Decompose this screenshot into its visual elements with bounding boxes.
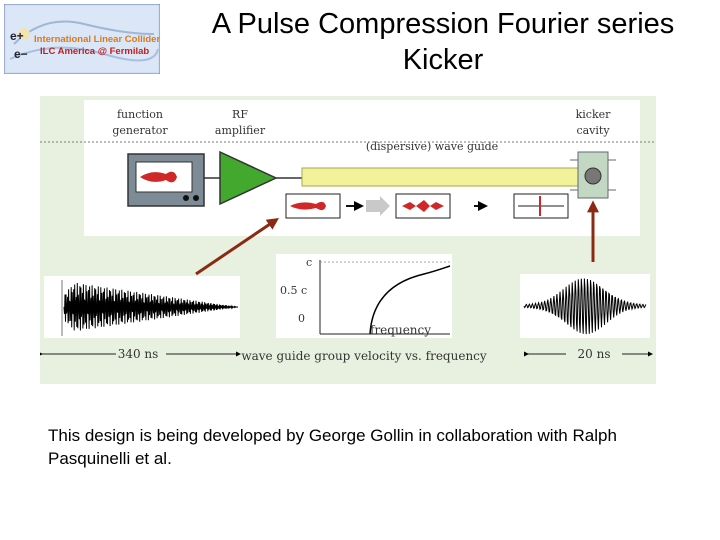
- plot-caption: wave guide group velocity vs. frequency: [241, 349, 487, 363]
- kicker-diagram: function generator RF amplifier (dispers…: [40, 96, 656, 384]
- page-title: A Pulse Compression Fourier series Kicke…: [170, 6, 716, 78]
- label-kicker: kicker: [576, 108, 612, 121]
- time-span-left: 340 ns: [40, 347, 241, 361]
- label-function: function: [117, 108, 163, 121]
- title-line-2: Kicker: [402, 44, 484, 76]
- label-cavity: cavity: [576, 124, 610, 137]
- logo-line1: International Linear Collider: [34, 34, 160, 45]
- logo-eminus: e−: [14, 47, 28, 61]
- tick-zero: 0: [298, 312, 305, 325]
- label-generator: generator: [112, 124, 168, 137]
- kicker-cavity-icon: [570, 151, 616, 199]
- logo-line2: ILC America @ Fermilab: [40, 46, 149, 57]
- long-pulse-plot: [44, 276, 240, 338]
- pulse-sequence: [285, 193, 569, 219]
- ilc-logo: e+ e− International Linear Collider ILC …: [4, 4, 160, 74]
- tick-c: c: [306, 256, 312, 269]
- time-left: 340 ns: [118, 347, 159, 361]
- diagonal-arrow: [195, 217, 279, 276]
- label-amplifier: amplifier: [215, 124, 266, 137]
- plot-caption-text: wave guide group velocity vs. frequency: [241, 349, 487, 363]
- x-label-frequency: frequency: [370, 323, 431, 337]
- time-right: 20 ns: [578, 347, 611, 361]
- title-line-1: A Pulse Compression Fourier series: [211, 8, 675, 40]
- logo-eplus: e+: [10, 29, 24, 43]
- rf-amplifier-icon: [204, 150, 302, 206]
- slide-caption: This design is being developed by George…: [48, 426, 617, 468]
- label-rf: RF: [232, 108, 248, 121]
- short-pulse-plot: [520, 274, 650, 338]
- label-wave-guide: (dispersive) wave guide: [366, 140, 498, 153]
- time-span-right: 20 ns: [524, 347, 653, 361]
- tick-half-c: 0.5 c: [280, 284, 307, 297]
- wave-guide: [301, 167, 581, 187]
- group-velocity-plot: c 0.5 c 0 frequency: [276, 254, 452, 338]
- function-generator-icon: [127, 153, 205, 207]
